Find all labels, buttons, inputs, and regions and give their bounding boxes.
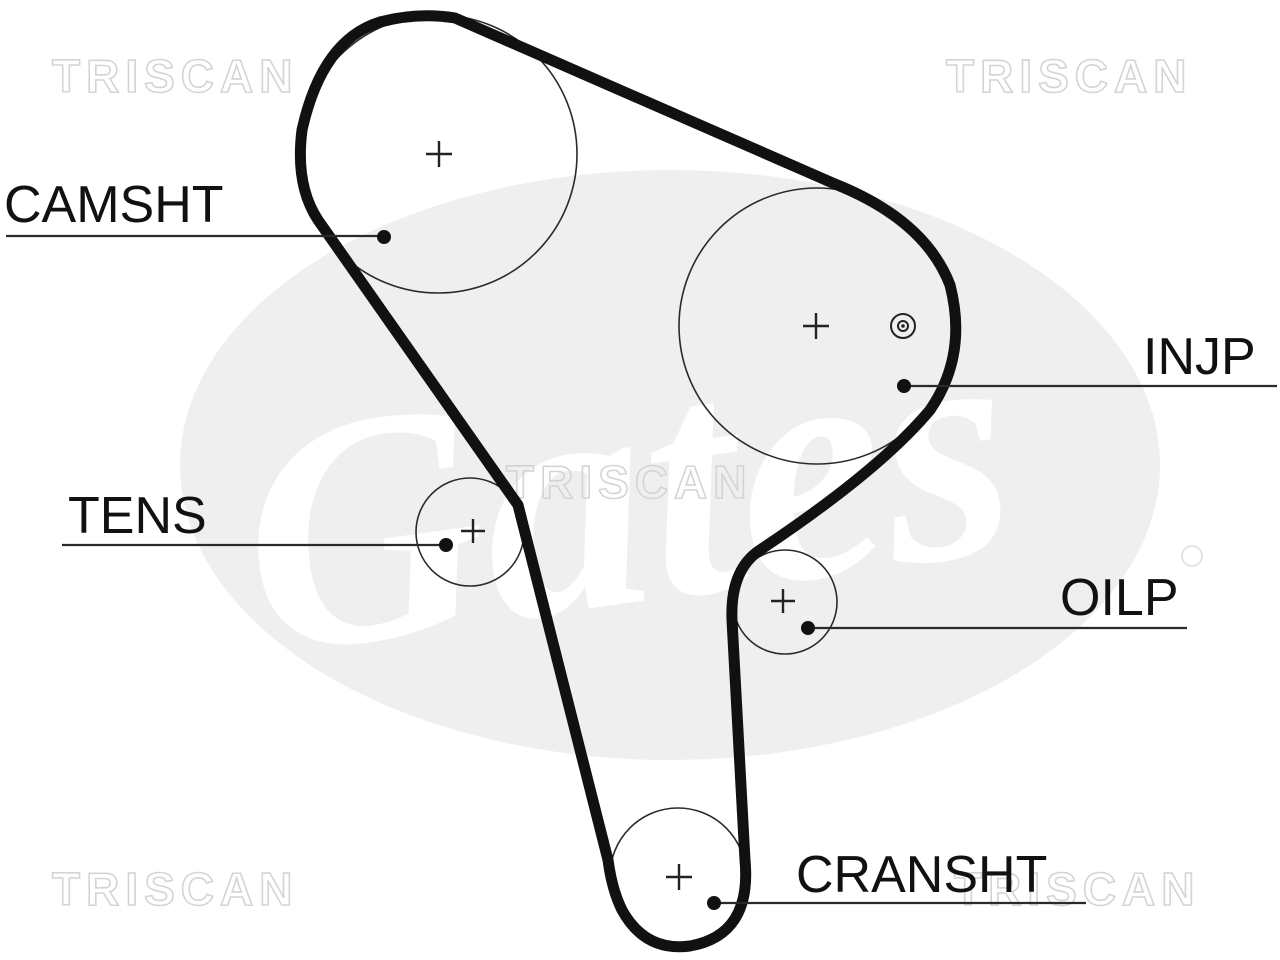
camshaft-label: CAMSHT [4,176,224,234]
gates-logo-oval [180,170,1160,760]
labels: CAMSHT INJP TENS OILP CRANSHT [4,176,1256,904]
watermark-center: TRISCAN [506,456,752,508]
camshaft-dot [377,230,391,244]
watermark-top-left: TRISCAN [52,50,298,102]
crankshaft-label: CRANSHT [796,846,1047,904]
timing-belt [294,10,962,953]
camshaft-center-icon [426,141,452,167]
gates-logo: Gates [180,170,1203,760]
pulley-centers [426,141,916,890]
crankshaft-dot [707,896,721,910]
registered-mark-icon [1181,545,1203,567]
injection-pump-label: INJP [1143,328,1256,386]
oil-pump-label: OILP [1060,569,1179,627]
tensioner-dot [439,538,453,552]
tensioner-center-icon [461,519,485,543]
crankshaft-center-icon [666,864,692,890]
watermark-bottom-left: TRISCAN [52,863,298,915]
timing-mark-icon [890,313,916,339]
watermarks: TRISCAN TRISCAN TRISCAN TRISCAN TRISCAN [51,49,1200,916]
oil-pump-center-icon [771,589,795,613]
tensioner-label: TENS [68,487,207,545]
watermark-top-right: TRISCAN [946,50,1192,102]
injection-pump-dot [897,379,911,393]
oil-pump-dot [801,621,815,635]
leaders [6,230,1277,910]
injection-pump-center-icon [803,313,829,339]
watermark-bottom-right: TRISCAN [954,863,1200,915]
